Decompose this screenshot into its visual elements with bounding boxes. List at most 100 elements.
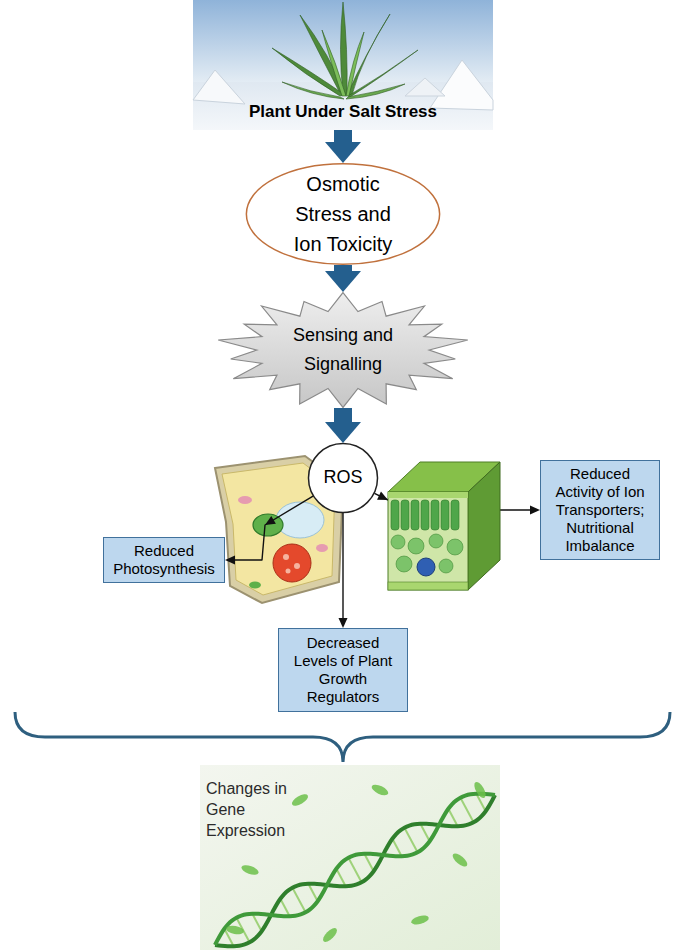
block-arrow bbox=[334, 408, 352, 422]
node-label: Reduced Photosynthesis bbox=[108, 542, 220, 578]
salt-pile bbox=[193, 70, 245, 104]
lower-epidermis bbox=[388, 582, 468, 590]
sky bbox=[193, 0, 493, 82]
dna-rung bbox=[292, 888, 305, 913]
node-label: Reduced Activity of Ion Transporters; Nu… bbox=[546, 465, 654, 555]
organelle bbox=[238, 496, 252, 504]
dna-rung bbox=[392, 839, 401, 856]
effect-box: Decreased Levels of Plant Growth Regulat… bbox=[278, 628, 408, 712]
salt-pile bbox=[405, 78, 445, 96]
floating-leaf bbox=[370, 783, 390, 798]
agave-leaf bbox=[347, 14, 390, 95]
arrow-connector bbox=[235, 496, 313, 560]
spongy-cell bbox=[396, 556, 412, 572]
floating-leaf bbox=[321, 926, 339, 944]
agave-leaf bbox=[272, 48, 345, 96]
ros-circle-shape bbox=[308, 443, 377, 512]
vacuole bbox=[276, 502, 324, 538]
nucleus bbox=[273, 544, 311, 582]
dna-rung bbox=[236, 918, 249, 943]
dna-rung bbox=[308, 884, 317, 901]
organelle bbox=[249, 582, 261, 589]
node-label: Sensing and Signalling bbox=[283, 321, 403, 379]
palisade-cells bbox=[391, 500, 459, 530]
grouping-brace bbox=[15, 712, 670, 762]
dna-rung bbox=[476, 794, 485, 811]
vascular-bundle bbox=[417, 558, 435, 576]
spongy-cell bbox=[439, 559, 453, 573]
spongy-cell bbox=[391, 535, 405, 549]
spongy-cells bbox=[391, 534, 463, 573]
node-label: Decreased Levels of Plant Growth Regulat… bbox=[286, 634, 401, 706]
upper-epidermis bbox=[388, 492, 468, 498]
agave-plant bbox=[272, 2, 418, 99]
dna-strand bbox=[215, 795, 495, 946]
dna-rung bbox=[404, 828, 417, 853]
arrow-connector bbox=[374, 493, 530, 510]
starburst-shape bbox=[218, 293, 468, 408]
floating-leaf bbox=[290, 792, 310, 808]
signal-starburst: Sensing and Signalling bbox=[215, 292, 471, 408]
image-banner-node: Plant Under Salt Stress bbox=[193, 0, 493, 130]
effect-box: Reduced Photosynthesis bbox=[103, 537, 225, 583]
dna-rung bbox=[364, 854, 373, 871]
palisade-cell bbox=[411, 500, 419, 530]
salt-pile bbox=[430, 60, 493, 110]
dna-rung bbox=[336, 869, 345, 886]
agave-leaf bbox=[300, 15, 346, 95]
leaf-section-illustration bbox=[388, 462, 500, 590]
palisade-cell bbox=[451, 500, 459, 530]
floating-leaf bbox=[410, 914, 429, 926]
effect-box: Reduced Activity of Ion Transporters; Nu… bbox=[540, 460, 660, 560]
spongy-cell bbox=[408, 538, 424, 554]
floating-leaf bbox=[472, 780, 488, 800]
arrow-head bbox=[377, 492, 390, 504]
agave-leaf bbox=[346, 32, 364, 96]
arrow-head bbox=[263, 516, 276, 529]
block-arrow bbox=[334, 130, 352, 142]
agave-leaf bbox=[346, 84, 405, 99]
chloroplast bbox=[253, 514, 283, 536]
node-label: ROS bbox=[313, 467, 373, 489]
signal-starburst-outline bbox=[215, 292, 471, 408]
node-label: Osmotic Stress and Ion Toxicity bbox=[281, 169, 406, 259]
leaf-upper-surface bbox=[388, 462, 500, 492]
salt-flat-photo bbox=[193, 0, 493, 130]
nucleolus-dot bbox=[286, 569, 291, 574]
leaf-front-face bbox=[388, 492, 468, 590]
stress-ellipse: Osmotic Stress and Ion Toxicity bbox=[245, 163, 441, 265]
nucleolus-dot bbox=[294, 563, 300, 569]
agave-leaf bbox=[348, 50, 418, 97]
image-outcome-node: Changes in Gene Expression bbox=[200, 765, 500, 950]
palisade-cell bbox=[391, 500, 399, 530]
floating-leaf bbox=[240, 863, 260, 877]
nucleolus-dot bbox=[283, 554, 289, 560]
photo-background bbox=[200, 765, 500, 950]
dna-rung bbox=[252, 914, 261, 931]
dna-rung bbox=[348, 858, 361, 883]
node-label: Plant Under Salt Stress bbox=[203, 102, 483, 122]
arrow-connector bbox=[342, 513, 343, 618]
palisade-cell bbox=[431, 500, 439, 530]
block-arrow bbox=[334, 265, 352, 271]
dna-rung bbox=[420, 824, 429, 841]
agave-leaf bbox=[322, 30, 346, 96]
stress-ellipse-shape bbox=[246, 164, 439, 265]
dna-rung bbox=[448, 809, 457, 826]
dna-rung bbox=[280, 899, 289, 916]
leaf-side-face bbox=[468, 462, 500, 590]
spongy-cell bbox=[447, 539, 463, 555]
agave-leaf bbox=[341, 2, 348, 95]
dna-strand bbox=[215, 794, 495, 945]
salt-ground bbox=[193, 82, 493, 130]
floating-leaf bbox=[451, 851, 470, 869]
organelle bbox=[316, 544, 328, 552]
agave-leaf bbox=[282, 82, 344, 99]
node-label: Changes in Gene Expression bbox=[206, 779, 328, 841]
ros-circle: ROS bbox=[308, 443, 378, 513]
dna-rung bbox=[460, 798, 473, 823]
